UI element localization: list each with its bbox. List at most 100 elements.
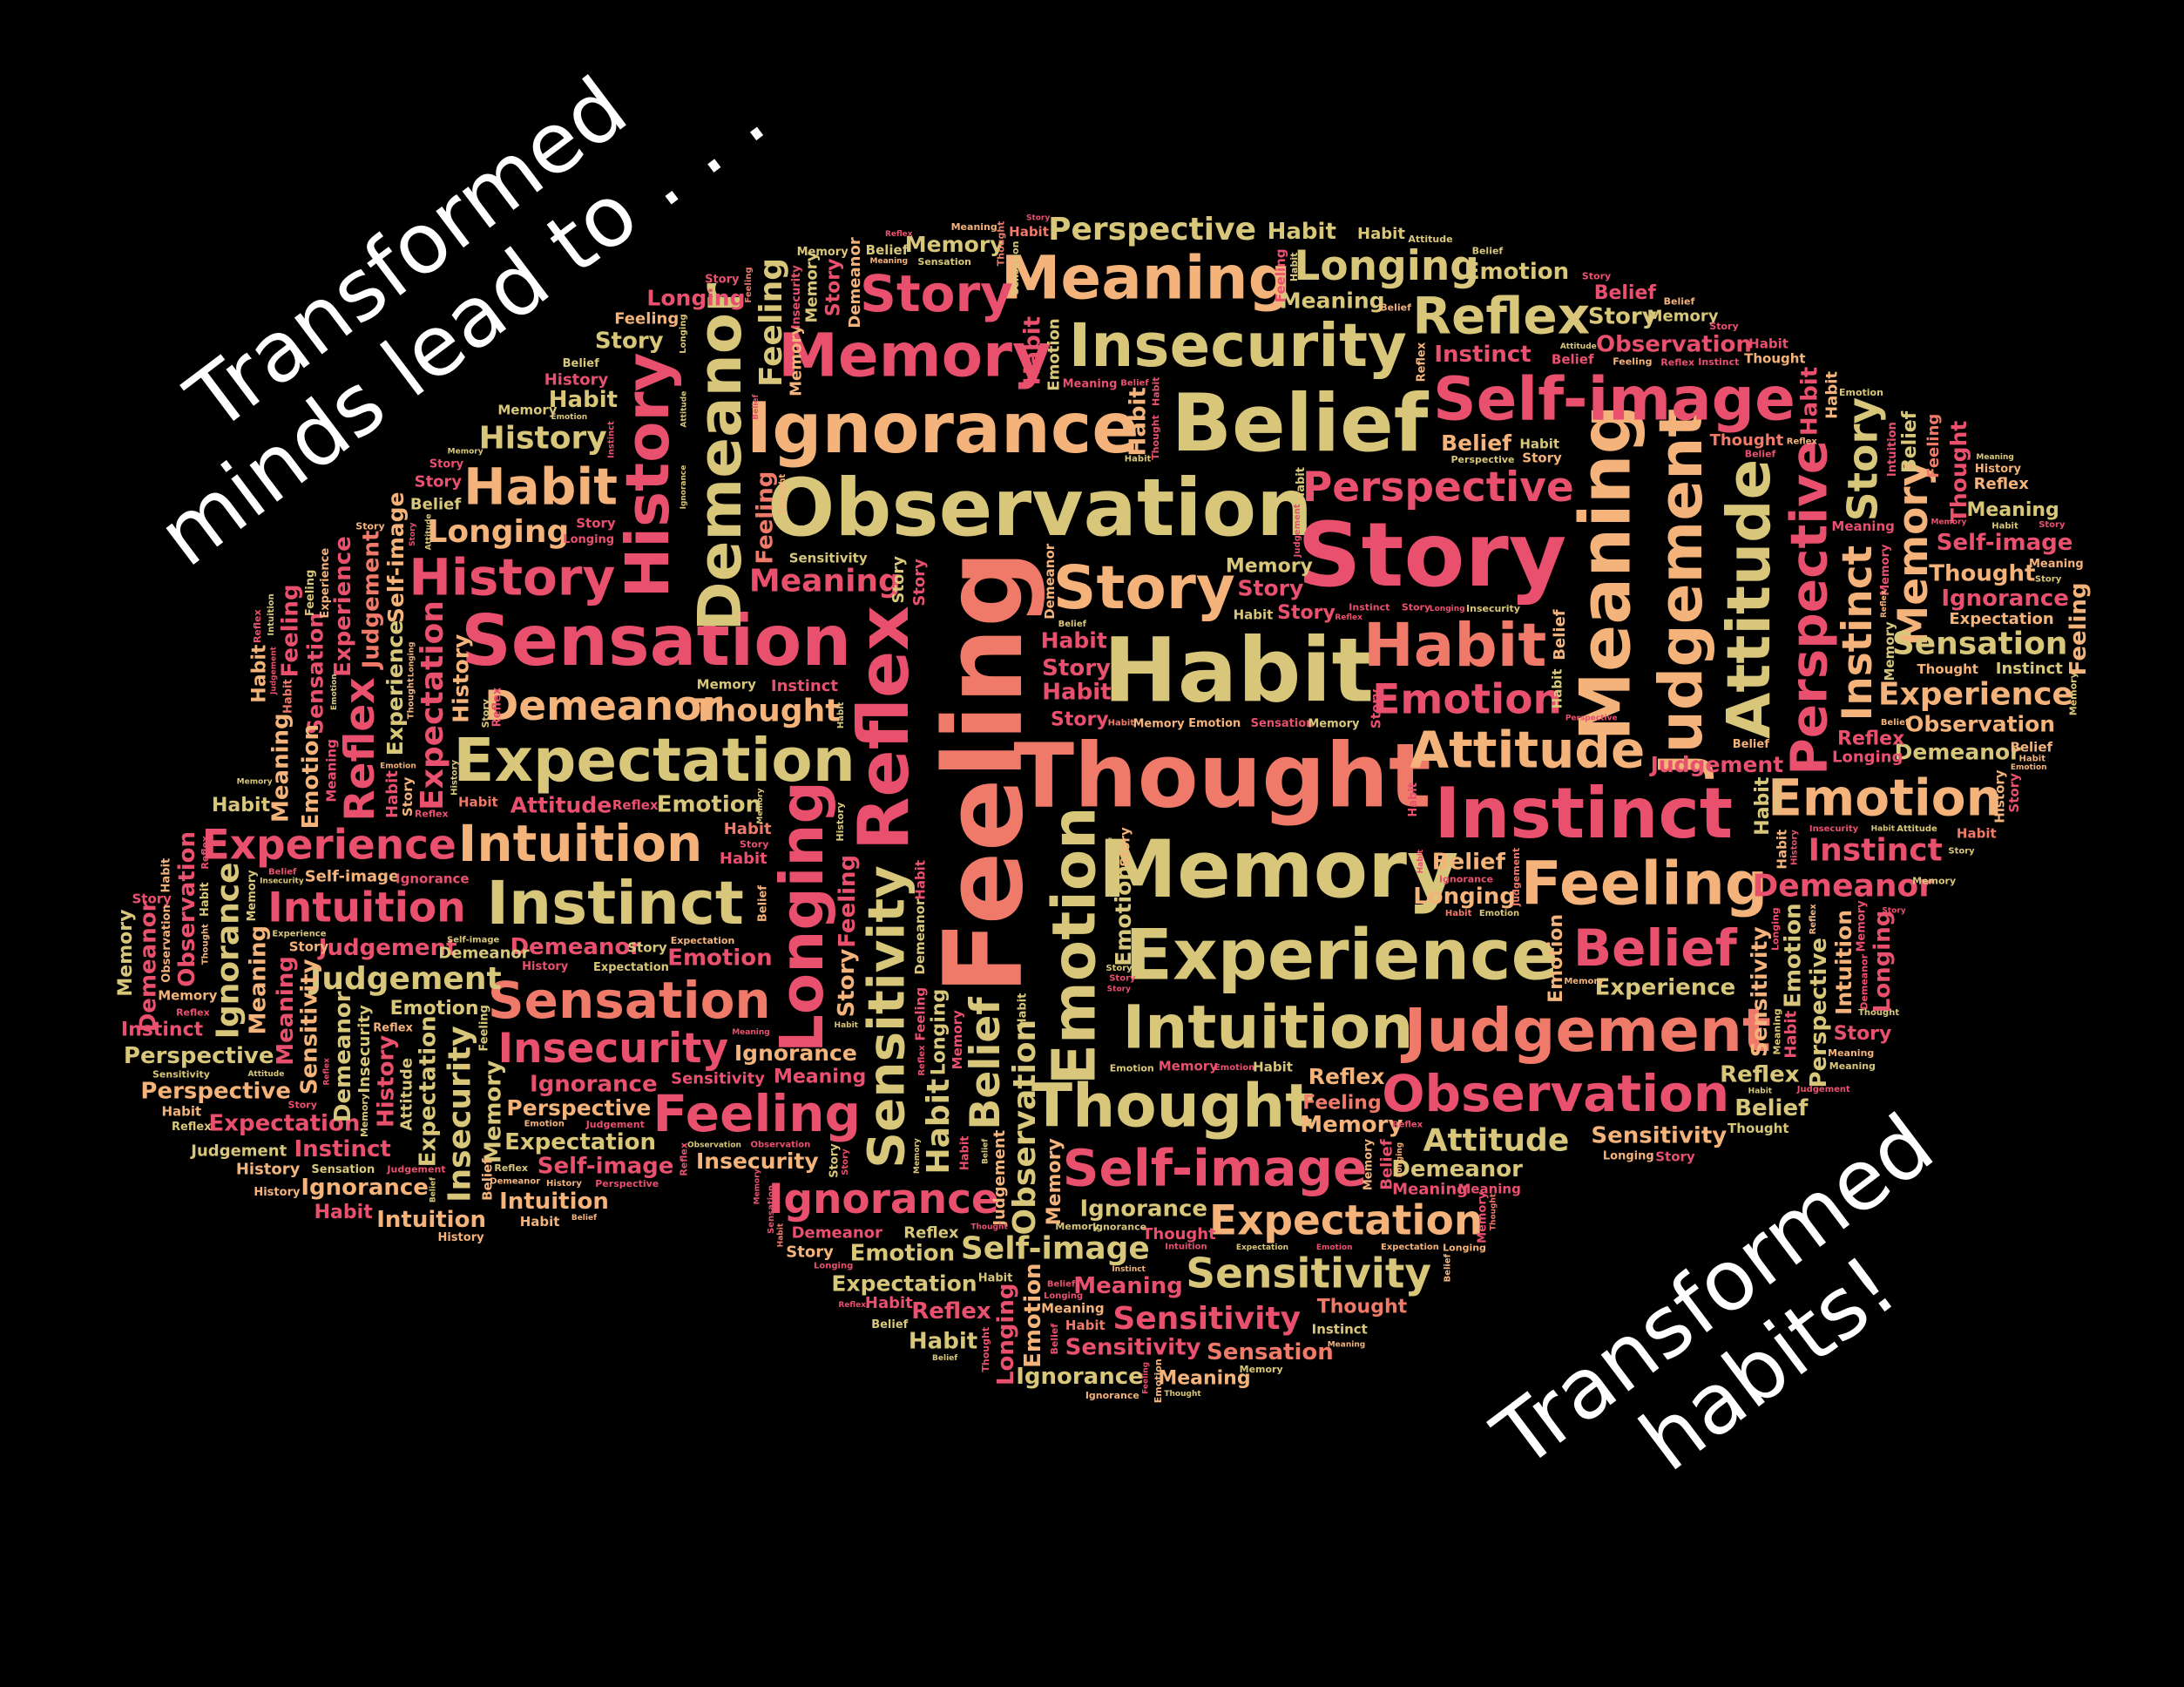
- word-cloud-word: Longing: [814, 1262, 853, 1271]
- word-cloud-word: Memory: [1564, 977, 1604, 986]
- word-cloud-word: History: [450, 759, 459, 795]
- word-cloud-word: Demeanor: [912, 898, 928, 975]
- word-cloud-word: Habit: [1445, 909, 1472, 918]
- word-cloud-word: Instinct: [121, 1020, 204, 1041]
- word-cloud-word: Thought: [407, 678, 416, 719]
- word-cloud-word: Experience: [330, 536, 356, 677]
- word-cloud-word: Meaning: [870, 257, 908, 266]
- word-cloud-word: Memory: [1159, 1059, 1218, 1074]
- word-cloud-word: Meaning: [1828, 1047, 1874, 1059]
- word-cloud-word: Belief: [1733, 738, 1769, 751]
- word-cloud-word: Thought: [693, 693, 840, 728]
- word-cloud-word: Habit: [1126, 387, 1152, 456]
- word-cloud-word: Reflex: [1880, 590, 1889, 618]
- word-cloud-word: Belief: [2010, 739, 2052, 755]
- word-cloud-word: Meaning: [1280, 288, 1385, 314]
- word-cloud-word: Meaning: [1158, 1368, 1250, 1390]
- word-cloud-word: Meaning: [324, 739, 340, 802]
- word-cloud-word: Reflex: [1974, 475, 2030, 493]
- word-cloud-word: Demeanor: [686, 283, 755, 632]
- word-cloud-word: Emotion: [1839, 387, 1883, 398]
- word-cloud-word: Thought: [1317, 1296, 1408, 1318]
- word-cloud-word: Self-image: [1433, 364, 1795, 434]
- word-cloud-word: Habit: [1871, 825, 1896, 834]
- word-cloud-word: Observation: [1007, 1020, 1043, 1236]
- word-cloud-word: Reflex: [1415, 342, 1428, 382]
- word-cloud-word: Judgement: [1293, 504, 1302, 558]
- word-cloud-word: Attitude: [680, 391, 689, 428]
- word-cloud-word: Attitude: [1897, 824, 1937, 834]
- word-cloud-word: Meaning: [1041, 1301, 1104, 1317]
- word-cloud-word: Experience: [1878, 676, 2073, 712]
- word-cloud-word: History: [835, 803, 846, 842]
- word-cloud-word: Memory: [1647, 308, 1719, 326]
- word-cloud-word: Feeling: [1924, 414, 1943, 478]
- word-cloud-word: Emotion: [2011, 763, 2047, 772]
- word-cloud-word: Longing: [1396, 1142, 1404, 1178]
- word-cloud-word: Observation: [1905, 711, 2055, 736]
- word-cloud-word: Insecurity: [1809, 824, 1859, 834]
- word-cloud-word: Reflex: [373, 1021, 413, 1034]
- word-cloud-word: Habit: [212, 795, 271, 816]
- word-cloud-word: Demeanor: [1752, 868, 1934, 904]
- word-cloud-word: Meaning: [1392, 1181, 1468, 1199]
- word-cloud-word: Belief: [1472, 245, 1504, 256]
- word-cloud-word: History: [236, 1161, 301, 1179]
- word-cloud-word: Story: [2035, 575, 2062, 585]
- word-cloud-word: Longing: [1770, 907, 1782, 951]
- word-cloud-word: Thought: [201, 924, 211, 965]
- word-cloud-word: Belief: [1120, 379, 1149, 389]
- word-cloud-word: Story: [740, 838, 768, 850]
- word-cloud-word: Memory: [158, 988, 217, 1004]
- word-cloud-word: Thought: [1710, 431, 1784, 450]
- word-cloud-word: Reflex: [172, 1121, 212, 1134]
- word-cloud-word: Attitude: [1410, 720, 1645, 779]
- word-cloud-word: Intuition: [458, 814, 703, 873]
- word-cloud-word: Judgement: [1401, 996, 1771, 1066]
- word-cloud-word: Observation: [1382, 1064, 1729, 1123]
- word-cloud-word: Memory: [697, 677, 756, 693]
- word-cloud-word: History: [613, 352, 683, 598]
- word-cloud-word: Reflex: [176, 1007, 210, 1019]
- word-cloud-word: Ignorance: [1016, 1364, 1144, 1390]
- word-cloud-word: Thought: [1917, 661, 1978, 677]
- word-cloud-word: Habit: [1042, 680, 1111, 706]
- word-cloud-word: Belief: [1049, 1324, 1060, 1355]
- word-cloud-word: Story: [400, 776, 416, 816]
- word-cloud-word: Belief: [563, 357, 599, 370]
- word-cloud-word: Story: [1840, 397, 1888, 521]
- word-cloud-word: Habit: [1363, 611, 1546, 681]
- word-cloud-word: Story: [828, 1143, 842, 1178]
- word-cloud-word: Habit: [865, 1294, 913, 1312]
- word-cloud-word: Ignorance: [1092, 1222, 1146, 1233]
- word-cloud-word: Observation: [160, 904, 173, 982]
- word-cloud-word: Story: [409, 522, 417, 545]
- word-cloud-word: Memory: [448, 447, 483, 456]
- word-cloud-word: Sensitivity: [152, 1068, 210, 1080]
- word-cloud-word: Habit: [1417, 849, 1425, 873]
- word-cloud-word: Instinct: [1834, 545, 1882, 721]
- word-cloud-word: Longing: [679, 314, 688, 353]
- word-cloud-word: Longing: [1603, 1149, 1654, 1162]
- word-cloud-word: Story: [1106, 964, 1133, 973]
- word-cloud-word: Story: [786, 1243, 834, 1262]
- word-cloud-word: Meaning: [245, 925, 271, 1035]
- word-cloud-word: Habit: [1103, 619, 1374, 722]
- word-cloud-word: Longing: [767, 781, 837, 1053]
- word-cloud-word: Demeanor: [490, 1176, 540, 1186]
- word-cloud-word: Meaning: [732, 1028, 769, 1037]
- word-cloud-word: Experience: [319, 548, 332, 619]
- word-cloud-word: Habit: [1108, 719, 1135, 728]
- word-cloud-word: Feeling: [304, 570, 317, 616]
- word-cloud-word: Meaning: [1829, 1060, 1876, 1072]
- word-cloud-word: Story: [1026, 213, 1050, 222]
- word-cloud-word: Intuition: [1165, 1243, 1207, 1252]
- word-cloud-word: Demeanor: [1858, 953, 1870, 1009]
- word-cloud-word: Belief: [1734, 1095, 1809, 1121]
- word-cloud-word: Story: [1053, 553, 1235, 623]
- word-cloud-word: Reflex: [911, 1298, 991, 1325]
- word-cloud-word: Expectation: [671, 935, 735, 946]
- word-cloud-word: Judgement: [1646, 409, 1716, 779]
- word-cloud-word: Memory: [788, 325, 806, 396]
